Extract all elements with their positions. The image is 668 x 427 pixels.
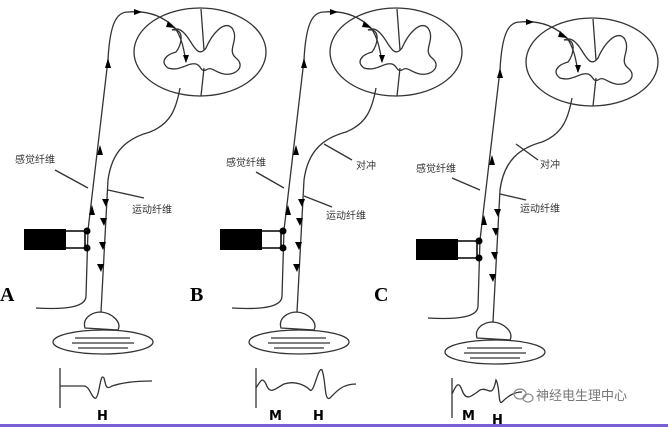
wave-label-m: M (269, 409, 282, 424)
panel-a: A H 感觉纤维 运动纤维 (0, 7, 267, 424)
wave-label-h: H (492, 413, 503, 427)
watermark: 神经电生理中心 (513, 388, 627, 404)
label-arrows (451, 143, 539, 201)
h-waveform (60, 376, 153, 399)
motor-fiber-label: 运动纤维 (520, 202, 560, 215)
panel-letter: A (0, 284, 15, 306)
wave-label-m: M (462, 409, 475, 424)
sensory-fiber-label: 感觉纤维 (226, 156, 266, 169)
panel-letter: C (374, 284, 388, 306)
collision-label: 对冲 (356, 159, 376, 172)
motor-fiber-label: 运动纤维 (326, 209, 366, 222)
mh-waveform (255, 369, 357, 400)
wave-label-h: H (313, 409, 324, 424)
wave-label-h: H (97, 409, 108, 424)
panel-b: B M H 感觉纤维 运动纤维 对冲 (190, 7, 463, 424)
mh-waveform (451, 378, 523, 404)
watermark-text: 神经电生理中心 (536, 389, 627, 404)
wechat-icon (513, 388, 534, 403)
label-arrows (255, 143, 353, 208)
collision-label: 对冲 (540, 158, 560, 171)
sensory-fiber-label: 感觉纤维 (416, 162, 456, 175)
label-arrows (54, 169, 145, 199)
motor-fiber-label: 运动纤维 (132, 203, 172, 216)
bottom-border (0, 424, 668, 427)
panel-c: C M H 感觉纤维 运动纤维 对冲 (374, 17, 659, 427)
sensory-fiber-label: 感觉纤维 (15, 153, 55, 166)
panel-letter: B (190, 284, 203, 306)
